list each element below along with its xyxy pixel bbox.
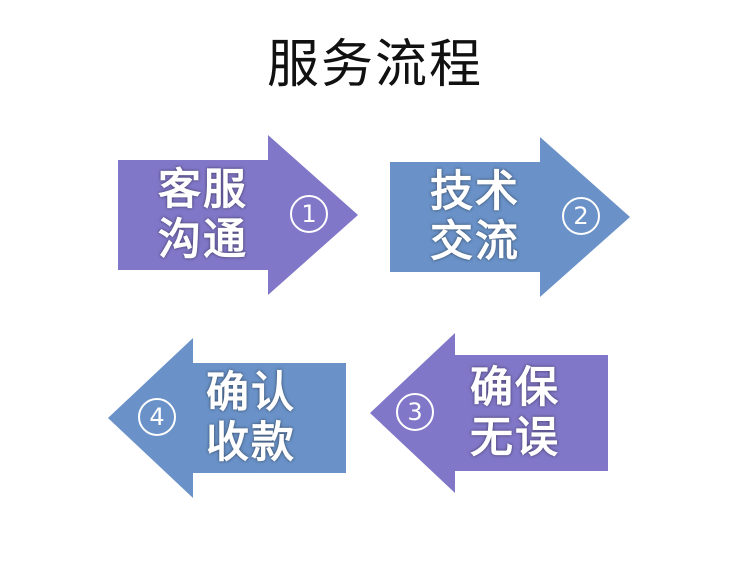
left-arrow-shape-3 (370, 333, 608, 493)
step-1-label: 客服 沟通 (158, 165, 248, 265)
page-title: 服务流程 (266, 35, 483, 95)
flow-step-3: 3 确保 无误 (370, 333, 620, 498)
step-3-label-line2: 无误 (470, 413, 560, 463)
flow-step-4: 4 确认 收款 (108, 338, 358, 503)
flow-step-1: 客服 沟通 1 (118, 135, 368, 300)
step-2-label-line1: 技术 (430, 167, 520, 217)
step-1-label-line2: 沟通 (158, 215, 248, 265)
step-2-number-badge: 2 (562, 197, 600, 235)
step-3-label-line1: 确保 (470, 363, 560, 413)
step-3-number-badge: 3 (396, 393, 434, 431)
flow-step-2: 技术 交流 2 (390, 137, 640, 302)
step-2-label: 技术 交流 (430, 167, 520, 267)
step-4-number-badge: 4 (138, 398, 176, 436)
right-arrow-shape-1 (118, 135, 358, 295)
step-1-label-line1: 客服 (158, 165, 248, 215)
step-3-label: 确保 无误 (470, 363, 560, 463)
step-4-label: 确认 收款 (206, 368, 296, 468)
left-arrow-shape-4 (108, 338, 346, 498)
step-2-label-line2: 交流 (430, 217, 520, 267)
step-4-label-line1: 确认 (206, 368, 296, 418)
step-1-number-badge: 1 (290, 195, 328, 233)
step-4-label-line2: 收款 (206, 418, 296, 468)
right-arrow-shape-2 (390, 137, 630, 297)
